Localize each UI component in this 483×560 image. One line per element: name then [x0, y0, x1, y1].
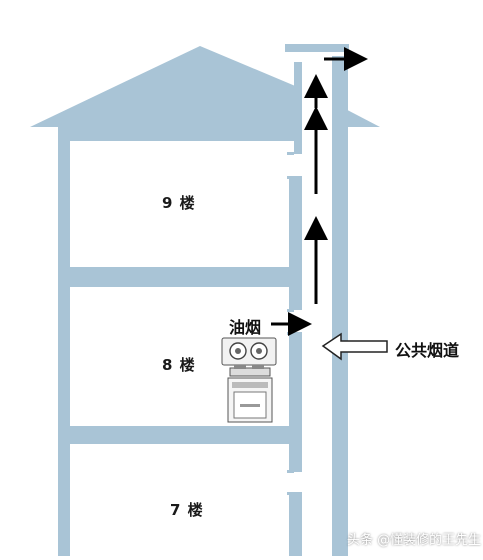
- flue-inner-wall-seg3: [289, 332, 302, 472]
- floor-label-7: 7 楼: [170, 501, 204, 519]
- floor-slab-8-7: [58, 426, 300, 444]
- watermark: 头条 @懂装修的王先生: [347, 533, 482, 548]
- vent-notch: [287, 492, 294, 495]
- vent-notch: [287, 332, 294, 335]
- flue-cap: [285, 44, 349, 52]
- flue-inner-wall-seg2: [289, 176, 302, 310]
- left-wall: [58, 127, 70, 556]
- vent-notch: [287, 176, 294, 179]
- flue-outer-wall: [332, 56, 348, 556]
- roof: [30, 46, 300, 127]
- floor-slab-9-8: [58, 267, 300, 287]
- flue-inner-wall-seg4: [289, 492, 302, 556]
- floor-label-9: 9 楼: [162, 194, 196, 212]
- floor-slab-9-top: [58, 127, 300, 141]
- hollow-arrow-left-icon: [321, 332, 388, 361]
- range-hood-stove-icon: [221, 337, 277, 423]
- flue-inner-wall-seg1: [294, 62, 302, 154]
- vent-notch: [287, 470, 294, 473]
- vent-notch: [287, 309, 294, 312]
- public-flue-label: 公共烟道: [395, 341, 460, 360]
- floor-label-8: 8 楼: [162, 356, 196, 374]
- vent-notch: [287, 152, 294, 155]
- oil-smoke-label: 油烟: [229, 318, 262, 337]
